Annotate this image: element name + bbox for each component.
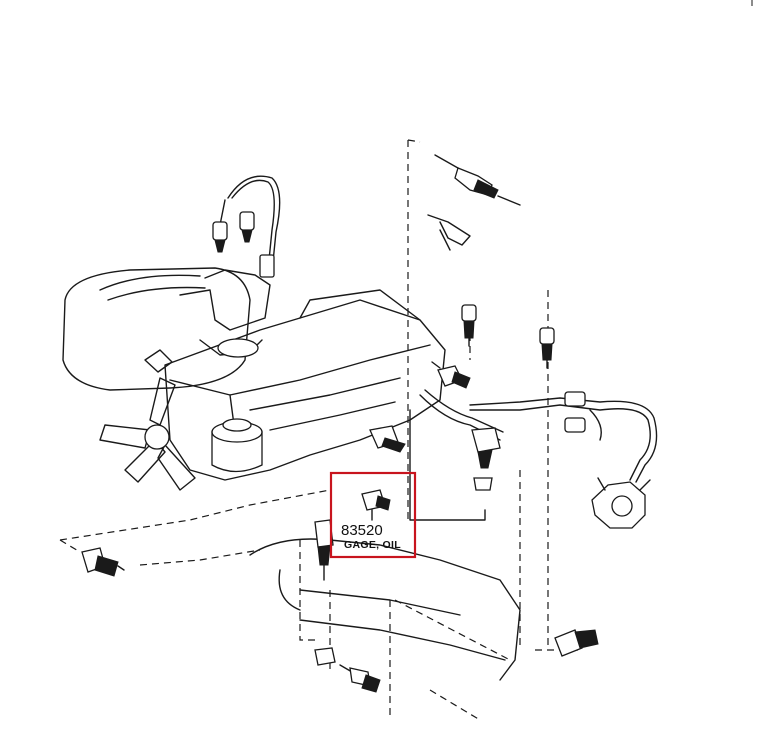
- temperature-sensor-a: [461, 304, 477, 347]
- sensor-harness-end: [471, 427, 501, 491]
- air-cleaner: [62, 267, 251, 391]
- part-name-label: GAGE, OIL: [344, 539, 401, 551]
- sensor-lower-mid: [314, 519, 334, 581]
- oil-gage-callout[interactable]: 83520 GAGE, OIL: [329, 471, 417, 559]
- engine-block: [59, 289, 446, 566]
- wiring-harness: [409, 389, 658, 521]
- clip-bracket: [427, 214, 471, 251]
- distributor: [591, 477, 651, 529]
- part-number-label: 83520: [341, 522, 383, 539]
- intake-bracket: [179, 269, 271, 358]
- oxygen-sensor-harness: [212, 175, 281, 278]
- temperature-sensor-b: [539, 327, 555, 369]
- transmission-housing: [249, 538, 521, 721]
- cooling-fan: [99, 349, 196, 491]
- sensor-block-side: [369, 425, 406, 453]
- oil-filter: [211, 418, 263, 473]
- vehicle-speed-sensor: [554, 629, 599, 657]
- oil-pressure-switch: [361, 489, 391, 521]
- sensor-mid: [431, 361, 471, 389]
- leader-lines: [59, 139, 580, 672]
- knock-sensor-left: [81, 547, 125, 577]
- sensor-top-right: [434, 154, 521, 206]
- bolt-lower: [314, 647, 336, 666]
- sensor-lower-right: [339, 664, 381, 693]
- callout-highlight-box: [329, 471, 417, 559]
